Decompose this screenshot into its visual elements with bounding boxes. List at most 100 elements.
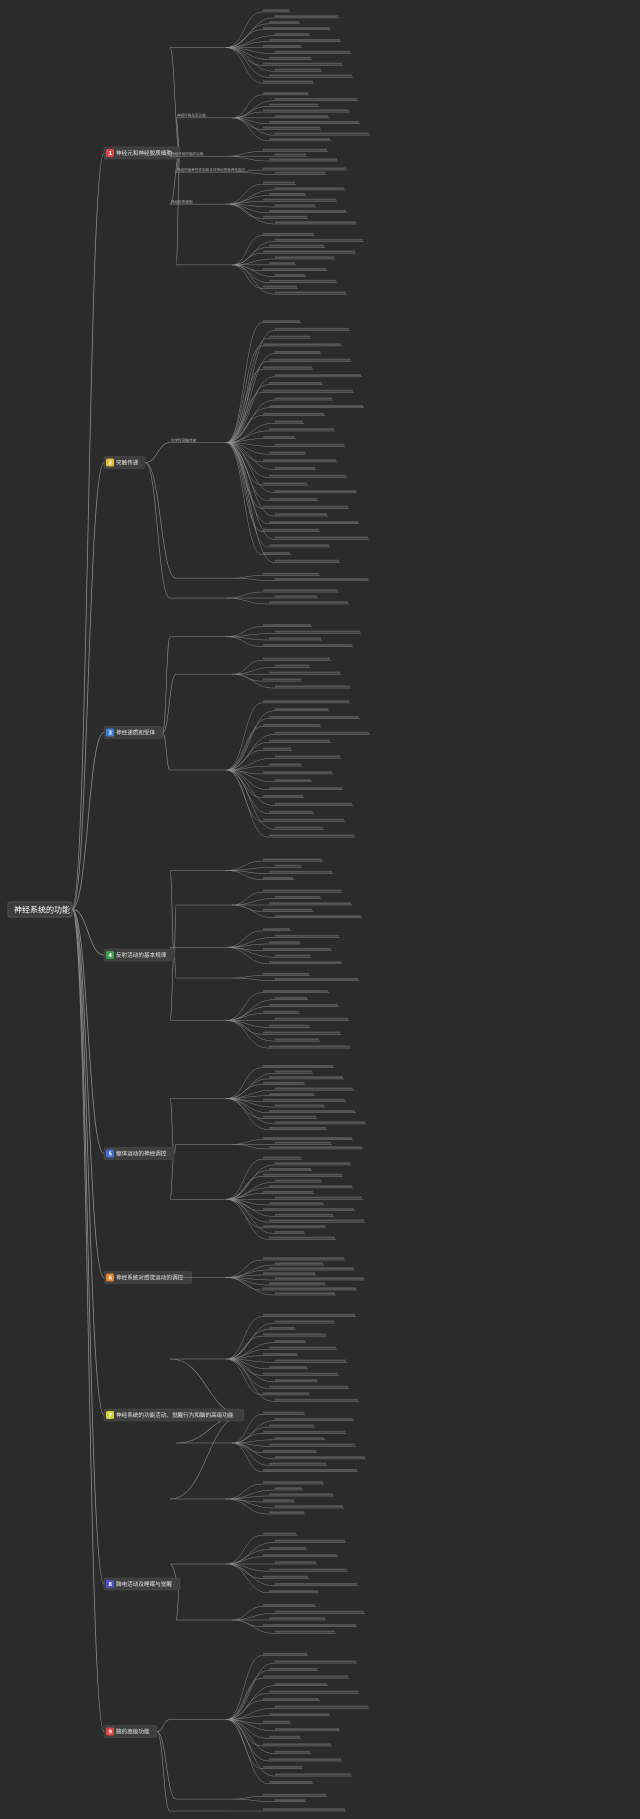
- leaf-node[interactable]: [274, 1683, 328, 1686]
- leaf-node[interactable]: [262, 948, 332, 951]
- leaf-node[interactable]: [268, 405, 364, 409]
- leaf-node[interactable]: [262, 572, 320, 576]
- leaf-node[interactable]: [274, 1087, 354, 1091]
- leaf-node[interactable]: [262, 366, 313, 370]
- leaf-node[interactable]: [262, 1081, 305, 1085]
- leaf-node[interactable]: [268, 1668, 318, 1671]
- leaf-node[interactable]: [262, 723, 321, 727]
- leaf-node[interactable]: [268, 335, 311, 339]
- leaf-node[interactable]: [274, 895, 321, 899]
- leaf-node[interactable]: [274, 153, 307, 157]
- leaf-node[interactable]: [262, 181, 296, 185]
- leaf-node[interactable]: [268, 1493, 334, 1497]
- leaf-node[interactable]: [262, 215, 308, 219]
- leaf-node[interactable]: [268, 787, 343, 790]
- leaf-node[interactable]: [268, 121, 360, 124]
- leaf-node[interactable]: [262, 148, 328, 152]
- leaf-node[interactable]: [268, 870, 333, 874]
- leaf-node[interactable]: [262, 285, 298, 289]
- leaf-node[interactable]: [274, 664, 310, 668]
- leaf-node[interactable]: [274, 536, 369, 540]
- leaf-node[interactable]: [262, 1137, 353, 1141]
- leaf-node[interactable]: [268, 1024, 310, 1028]
- leaf-node[interactable]: [268, 1547, 307, 1550]
- leaf-node[interactable]: [274, 467, 316, 470]
- leaf-node[interactable]: [268, 1282, 326, 1286]
- leaf-node[interactable]: [268, 1758, 342, 1762]
- leaf-node[interactable]: [274, 1583, 358, 1586]
- leaf-node[interactable]: [274, 1038, 320, 1042]
- leaf-node[interactable]: [274, 1340, 306, 1343]
- leaf-node[interactable]: [268, 56, 312, 60]
- leaf-node[interactable]: [262, 1392, 310, 1396]
- leaf-node[interactable]: [262, 92, 309, 96]
- leaf-node[interactable]: [274, 779, 312, 783]
- leaf-node[interactable]: [274, 1320, 335, 1324]
- leaf-node[interactable]: [262, 1499, 295, 1503]
- sub-node[interactable]: 神经纤维的轴浆运输: [170, 151, 226, 157]
- leaf-node[interactable]: [268, 763, 302, 767]
- leaf-node[interactable]: [262, 858, 323, 862]
- leaf-node[interactable]: [262, 1720, 291, 1724]
- leaf-node[interactable]: [274, 1418, 354, 1421]
- leaf-node[interactable]: [262, 624, 312, 627]
- leaf-node[interactable]: [268, 497, 318, 501]
- leaf-node[interactable]: [274, 934, 340, 938]
- leaf-node[interactable]: [268, 474, 347, 478]
- leaf-node[interactable]: [274, 351, 321, 354]
- sub-node[interactable]: 化学性突触传递: [170, 437, 226, 443]
- leaf-node[interactable]: [262, 1065, 334, 1068]
- leaf-node[interactable]: [274, 33, 310, 36]
- leaf-node[interactable]: [268, 451, 306, 455]
- leaf-node[interactable]: [262, 1353, 298, 1356]
- leaf-node[interactable]: [274, 1799, 306, 1802]
- leaf-node[interactable]: [268, 637, 322, 641]
- leaf-node[interactable]: [262, 1257, 345, 1261]
- sub-node[interactable]: 神经的营养性作用和支持神经的营养性因子: [176, 167, 246, 173]
- leaf-node[interactable]: [274, 1141, 332, 1145]
- leaf-node[interactable]: [268, 671, 341, 675]
- leaf-node[interactable]: [262, 482, 308, 486]
- leaf-node[interactable]: [274, 1610, 365, 1614]
- leaf-node[interactable]: [262, 771, 333, 775]
- leaf-node[interactable]: [262, 795, 304, 798]
- leaf-node[interactable]: [268, 244, 325, 248]
- leaf-node[interactable]: [268, 1168, 312, 1171]
- leaf-node[interactable]: [262, 62, 343, 66]
- leaf-node[interactable]: [268, 1366, 308, 1370]
- leaf-node[interactable]: [268, 521, 359, 524]
- leaf-node[interactable]: [274, 171, 326, 175]
- leaf-node[interactable]: [268, 1202, 324, 1206]
- leaf-node[interactable]: [268, 1267, 355, 1271]
- leaf-node[interactable]: [262, 657, 331, 661]
- leaf-node[interactable]: [268, 1462, 327, 1466]
- leaf-node[interactable]: [274, 578, 369, 581]
- leaf-node[interactable]: [262, 1624, 357, 1627]
- leaf-node[interactable]: [262, 268, 327, 271]
- leaf-node[interactable]: [268, 74, 353, 78]
- leaf-node[interactable]: [268, 103, 319, 107]
- leaf-node[interactable]: [268, 1185, 353, 1189]
- leaf-node[interactable]: [262, 250, 356, 254]
- leaf-node[interactable]: [274, 915, 362, 919]
- leaf-node[interactable]: [268, 902, 352, 906]
- leaf-node[interactable]: [262, 1575, 309, 1579]
- leaf-node[interactable]: [274, 204, 316, 208]
- leaf-node[interactable]: [262, 1481, 324, 1485]
- leaf-node[interactable]: [262, 1652, 308, 1656]
- leaf-node[interactable]: [262, 1156, 302, 1160]
- leaf-node[interactable]: [262, 1411, 305, 1415]
- leaf-node[interactable]: [268, 1781, 313, 1784]
- leaf-node[interactable]: [274, 490, 357, 494]
- leaf-node[interactable]: [262, 877, 294, 880]
- leaf-node[interactable]: [268, 834, 355, 838]
- leaf-node[interactable]: [262, 1765, 303, 1769]
- leaf-node[interactable]: [262, 1115, 317, 1119]
- leaf-node[interactable]: [262, 232, 315, 236]
- leaf-node[interactable]: [262, 198, 337, 202]
- leaf-node[interactable]: [268, 381, 323, 385]
